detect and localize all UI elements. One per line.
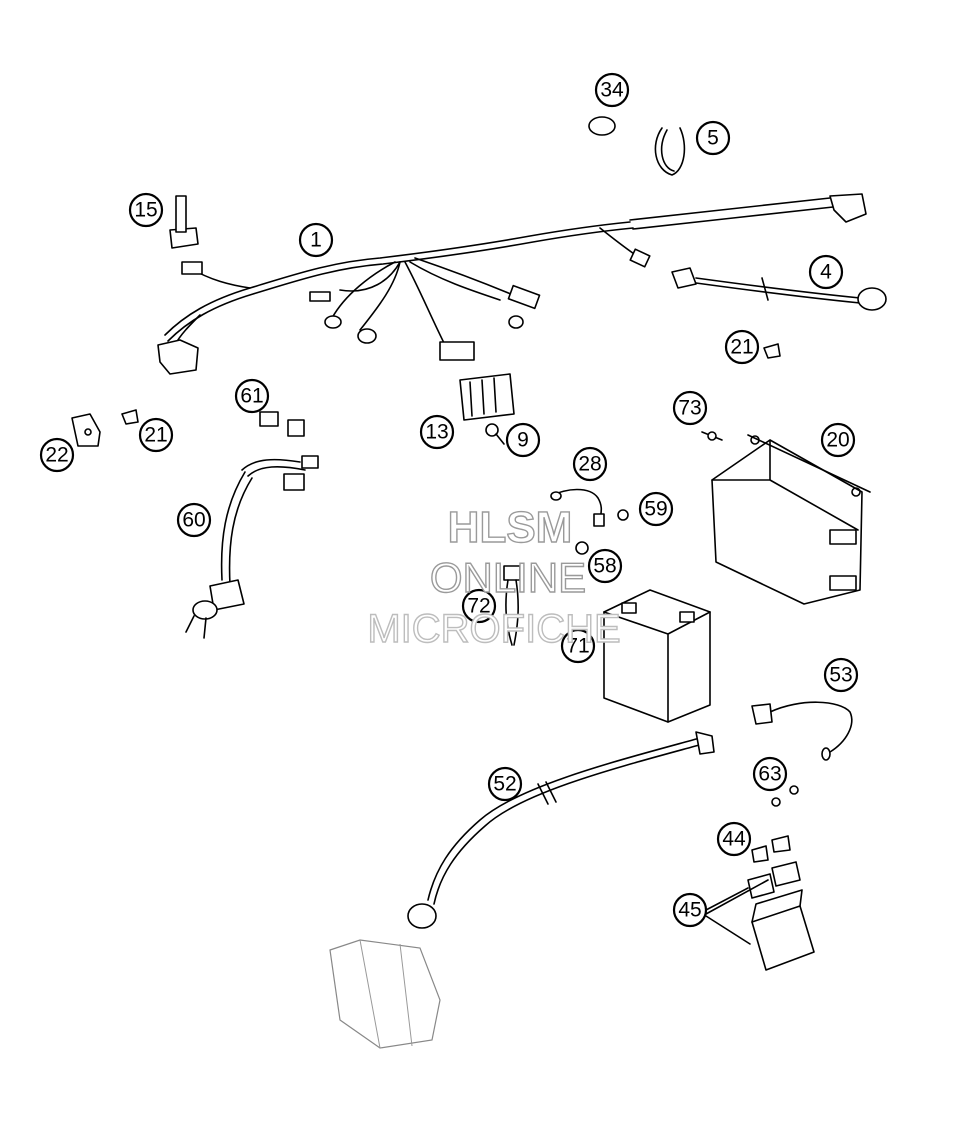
callout-13: 13 bbox=[419, 414, 455, 450]
battery-box-part bbox=[711, 434, 871, 605]
battery-lead-part bbox=[550, 488, 605, 527]
washer-part bbox=[575, 541, 589, 555]
callout-60: 60 bbox=[176, 502, 212, 538]
watermark: HLSM ONLINE MICROFICHE bbox=[367, 502, 622, 651]
callout-61: 61 bbox=[234, 378, 270, 414]
callout-label: 22 bbox=[45, 444, 68, 467]
callout-label: 53 bbox=[829, 664, 852, 687]
callout-label: 52 bbox=[493, 773, 516, 796]
callout-label: 58 bbox=[593, 555, 616, 578]
callout-label: 44 bbox=[722, 828, 746, 851]
callout-34: 34 bbox=[594, 72, 630, 108]
bolt-part bbox=[701, 431, 723, 441]
callout-label: 9 bbox=[517, 429, 529, 452]
callout-label: 60 bbox=[182, 509, 205, 532]
callout-label: 13 bbox=[425, 421, 448, 444]
wiring-harness bbox=[157, 193, 867, 375]
callout-73: 73 bbox=[672, 390, 708, 426]
watermark-line-2: ONLINE bbox=[430, 554, 586, 601]
rubber-part bbox=[751, 835, 791, 863]
callout-52: 52 bbox=[487, 766, 523, 802]
starter-cable-part bbox=[751, 701, 853, 761]
callout-label: 71 bbox=[566, 635, 589, 658]
battery-part bbox=[603, 589, 711, 723]
callout-label: 63 bbox=[758, 763, 781, 786]
wire-lead-part bbox=[671, 267, 887, 311]
callout-71: 71 bbox=[560, 628, 596, 664]
bracket-part bbox=[71, 413, 101, 447]
callout-label: 45 bbox=[678, 899, 701, 922]
callout-20: 20 bbox=[820, 422, 856, 458]
callout-21-left: 21 bbox=[138, 417, 174, 453]
callout-4: 4 bbox=[808, 254, 844, 290]
callout-9: 9 bbox=[505, 422, 541, 458]
clip-part-upper bbox=[763, 343, 781, 359]
callout-label: 15 bbox=[134, 199, 157, 222]
screw-part-63 bbox=[771, 785, 799, 807]
callout-label: 5 bbox=[707, 127, 719, 150]
callout-label: 34 bbox=[600, 79, 624, 102]
callout-63: 63 bbox=[752, 756, 788, 792]
callout-label: 21 bbox=[144, 424, 167, 447]
switch-part bbox=[169, 195, 199, 249]
clip-part-left bbox=[121, 409, 139, 425]
regulator-part bbox=[459, 373, 515, 421]
watermark-line-3: MICROFICHE bbox=[367, 607, 620, 651]
main-cable-part bbox=[407, 731, 715, 929]
callout-label: 28 bbox=[578, 453, 601, 476]
callout-label: 61 bbox=[240, 385, 263, 408]
callout-58: 58 bbox=[587, 548, 623, 584]
callout-1: 1 bbox=[298, 222, 334, 258]
fuse-holder-part bbox=[185, 411, 319, 639]
relay-part bbox=[747, 861, 815, 971]
callout-label: 21 bbox=[730, 336, 753, 359]
callout-label: 4 bbox=[820, 261, 832, 284]
callout-label: 73 bbox=[678, 397, 701, 420]
strap-part bbox=[503, 565, 521, 646]
cable-tie-part bbox=[654, 127, 686, 176]
callout-44: 44 bbox=[716, 821, 752, 857]
callout-21-upper: 21 bbox=[724, 329, 760, 365]
callout-label: 72 bbox=[467, 595, 490, 618]
callout-59: 59 bbox=[638, 491, 674, 527]
cap-part bbox=[588, 116, 616, 136]
screw-part-59 bbox=[617, 509, 629, 521]
callout-22: 22 bbox=[39, 437, 75, 473]
callout-53: 53 bbox=[823, 657, 859, 693]
starter-motor-part bbox=[329, 939, 441, 1049]
screw-part bbox=[485, 423, 505, 445]
callout-28: 28 bbox=[572, 446, 608, 482]
callout-45: 45 bbox=[672, 892, 708, 928]
leader-lines-45 bbox=[705, 879, 769, 945]
callout-label: 1 bbox=[310, 229, 322, 252]
callout-5: 5 bbox=[695, 120, 731, 156]
callout-15: 15 bbox=[128, 192, 164, 228]
callout-72: 72 bbox=[461, 588, 497, 624]
watermark-line-1: HLSM bbox=[448, 503, 573, 552]
callout-label: 59 bbox=[644, 498, 667, 521]
callout-label: 20 bbox=[826, 429, 849, 452]
